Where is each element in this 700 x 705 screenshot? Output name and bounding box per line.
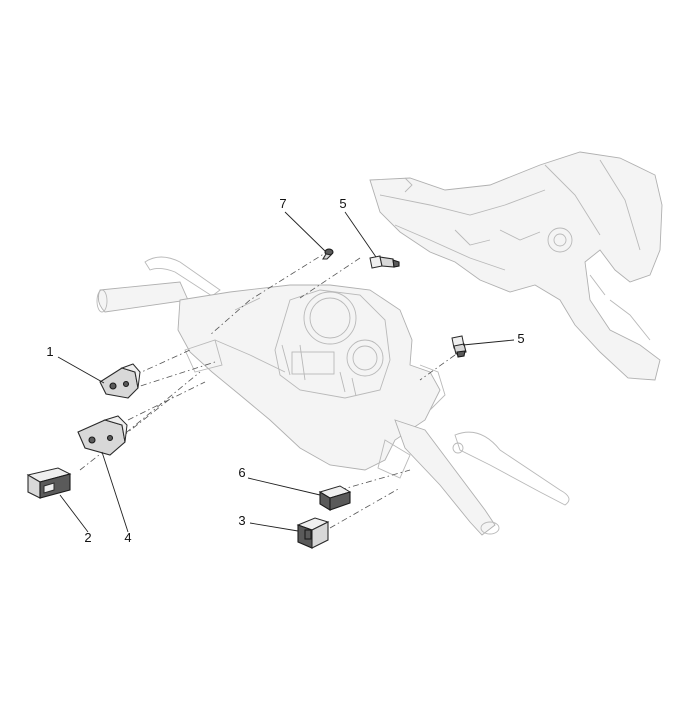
- part-7-screw: [322, 248, 334, 260]
- part-5-bulb-upper: [369, 255, 400, 269]
- leader-lines: [57, 211, 515, 533]
- callout-5-upper: 5: [339, 196, 347, 211]
- part-3-switch: [296, 517, 330, 549]
- callout-7: 7: [279, 196, 287, 211]
- callout-2: 2: [84, 530, 92, 545]
- part-5-bulb-lower: [451, 335, 467, 358]
- part-1-switch: [99, 363, 141, 399]
- part-4-switch: [77, 415, 128, 456]
- callout-3: 3: [238, 513, 246, 528]
- front-handlebar-cover: [96, 256, 570, 536]
- part-6-switch-cap: [318, 485, 352, 511]
- callout-5-lower: 5: [517, 331, 525, 346]
- alignment-lines: [79, 249, 456, 529]
- callout-1: 1: [46, 344, 54, 359]
- part-2-switch-button: [26, 467, 72, 499]
- rear-handlebar-cover: [369, 151, 663, 381]
- callout-6: 6: [238, 465, 246, 480]
- callout-4: 4: [124, 530, 132, 545]
